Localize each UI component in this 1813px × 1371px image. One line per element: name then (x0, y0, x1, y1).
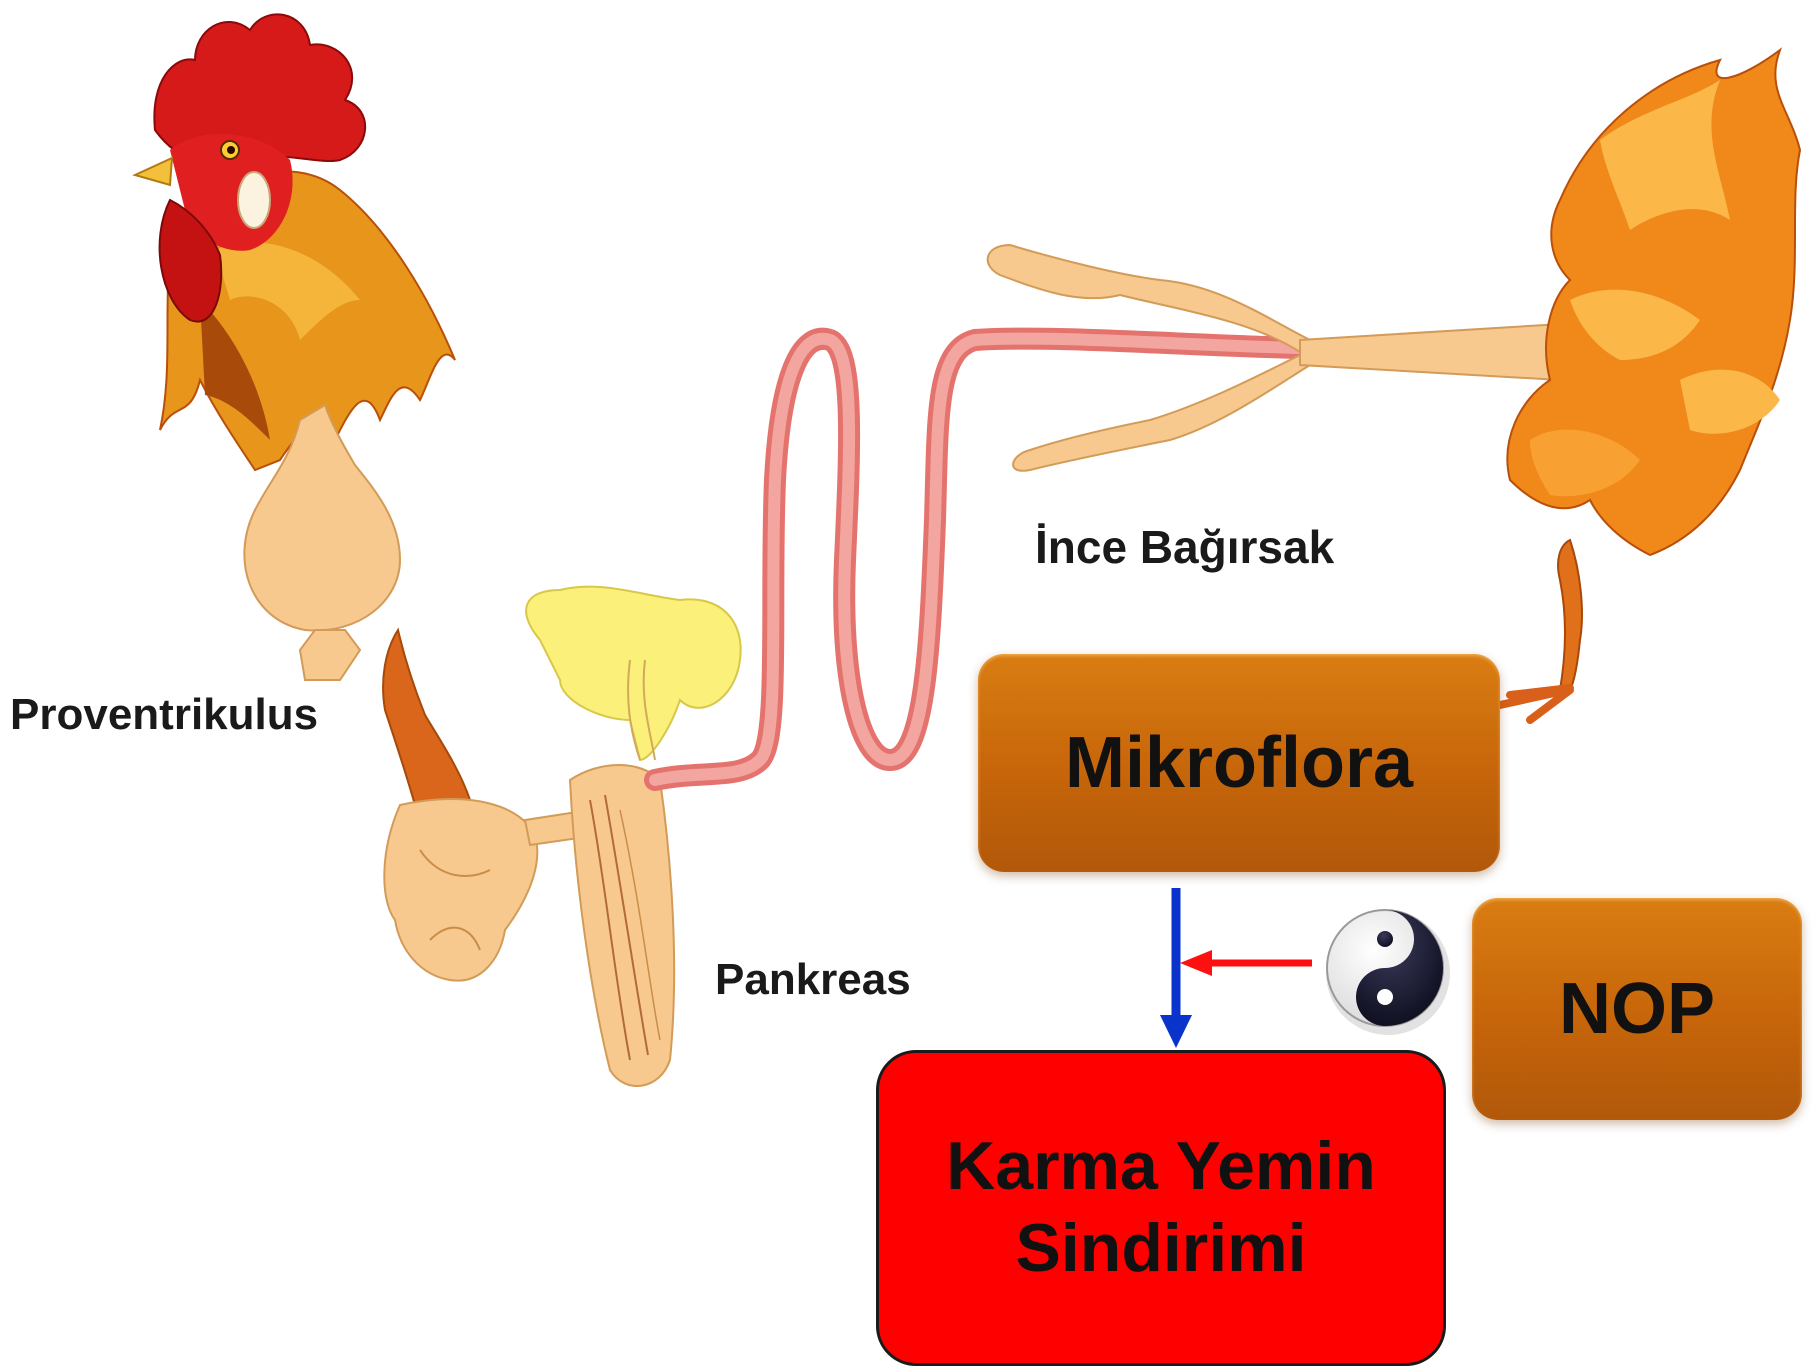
mikroflora-text: Mikroflora (1065, 722, 1413, 804)
proventrikulus-label: Proventrikulus (10, 690, 318, 740)
nop-text: NOP (1559, 968, 1715, 1050)
rooster-tail-icon (1500, 50, 1800, 720)
yin-yang-icon (1326, 910, 1450, 1035)
blue-arrow (1160, 888, 1192, 1048)
mikroflora-box: Mikroflora (978, 654, 1500, 872)
pankreas-label: Pankreas (715, 955, 911, 1005)
karma-text-line1: Karma Yemin (946, 1126, 1376, 1208)
karma-yemin-sindirimi-box: Karma Yemin Sindirimi (876, 1050, 1446, 1366)
proventriculus-organ (383, 630, 470, 805)
pancreas-organ (570, 765, 674, 1086)
rooster-head-icon (135, 14, 455, 470)
ince-bagirsak-label: İnce Bağırsak (1035, 520, 1334, 574)
gizzard-organ (384, 799, 537, 981)
karma-text-line2: Sindirimi (1016, 1208, 1307, 1290)
red-arrow (1180, 950, 1312, 976)
nop-box: NOP (1472, 898, 1802, 1120)
